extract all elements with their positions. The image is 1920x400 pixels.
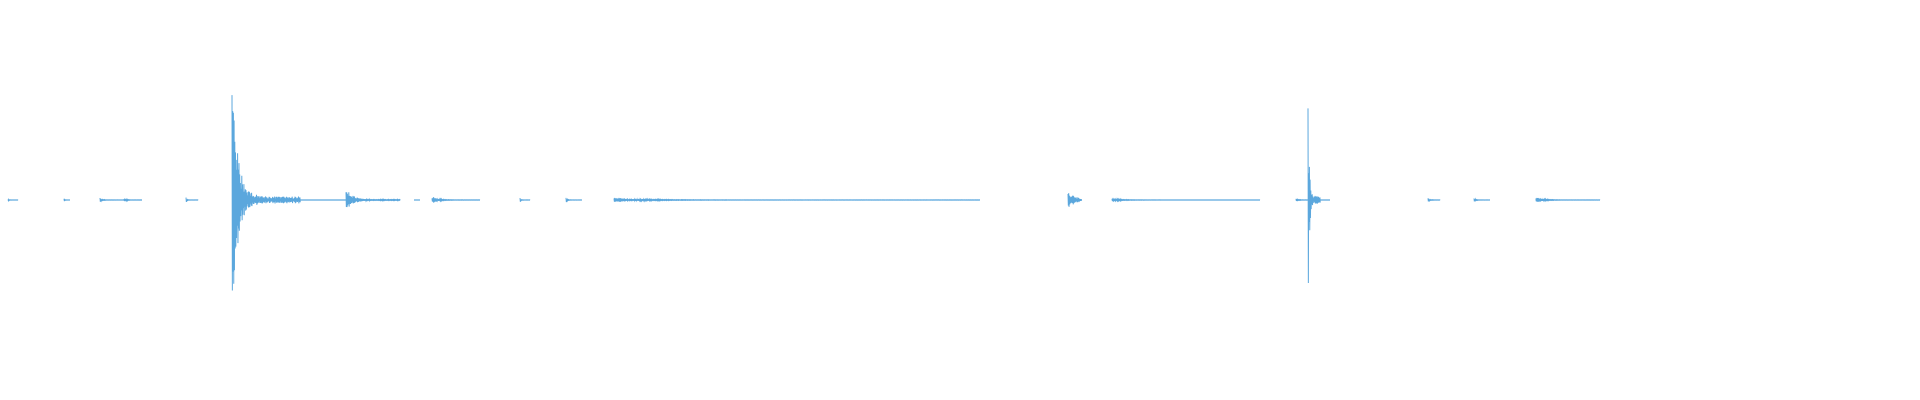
- waveform-tick-12: [1473, 197, 1490, 203]
- waveform-tick-9: [613, 197, 980, 203]
- waveform-tick-4: [123, 197, 142, 203]
- waveform-tick-2: [63, 198, 71, 202]
- waveform-tick-8: [565, 197, 582, 203]
- waveform-sustained-noise: [1067, 193, 1083, 207]
- waveform-bursts: [7, 95, 1601, 291]
- waveform-click-1: [345, 192, 401, 208]
- waveform-tick-10: [1111, 197, 1261, 203]
- waveform-tick-15: [1535, 197, 1601, 203]
- waveform-tick-11: [1427, 198, 1441, 202]
- waveform-tick-14: [1295, 198, 1331, 202]
- waveform-tick-6: [431, 197, 481, 203]
- waveform-tick-7: [519, 198, 531, 202]
- waveform-tick-1: [7, 197, 19, 203]
- waveform-transient-2: [1307, 108, 1321, 283]
- waveform-tick-5: [185, 197, 199, 203]
- waveform-transient-1: [231, 95, 301, 291]
- waveform-tick-3: [99, 197, 118, 203]
